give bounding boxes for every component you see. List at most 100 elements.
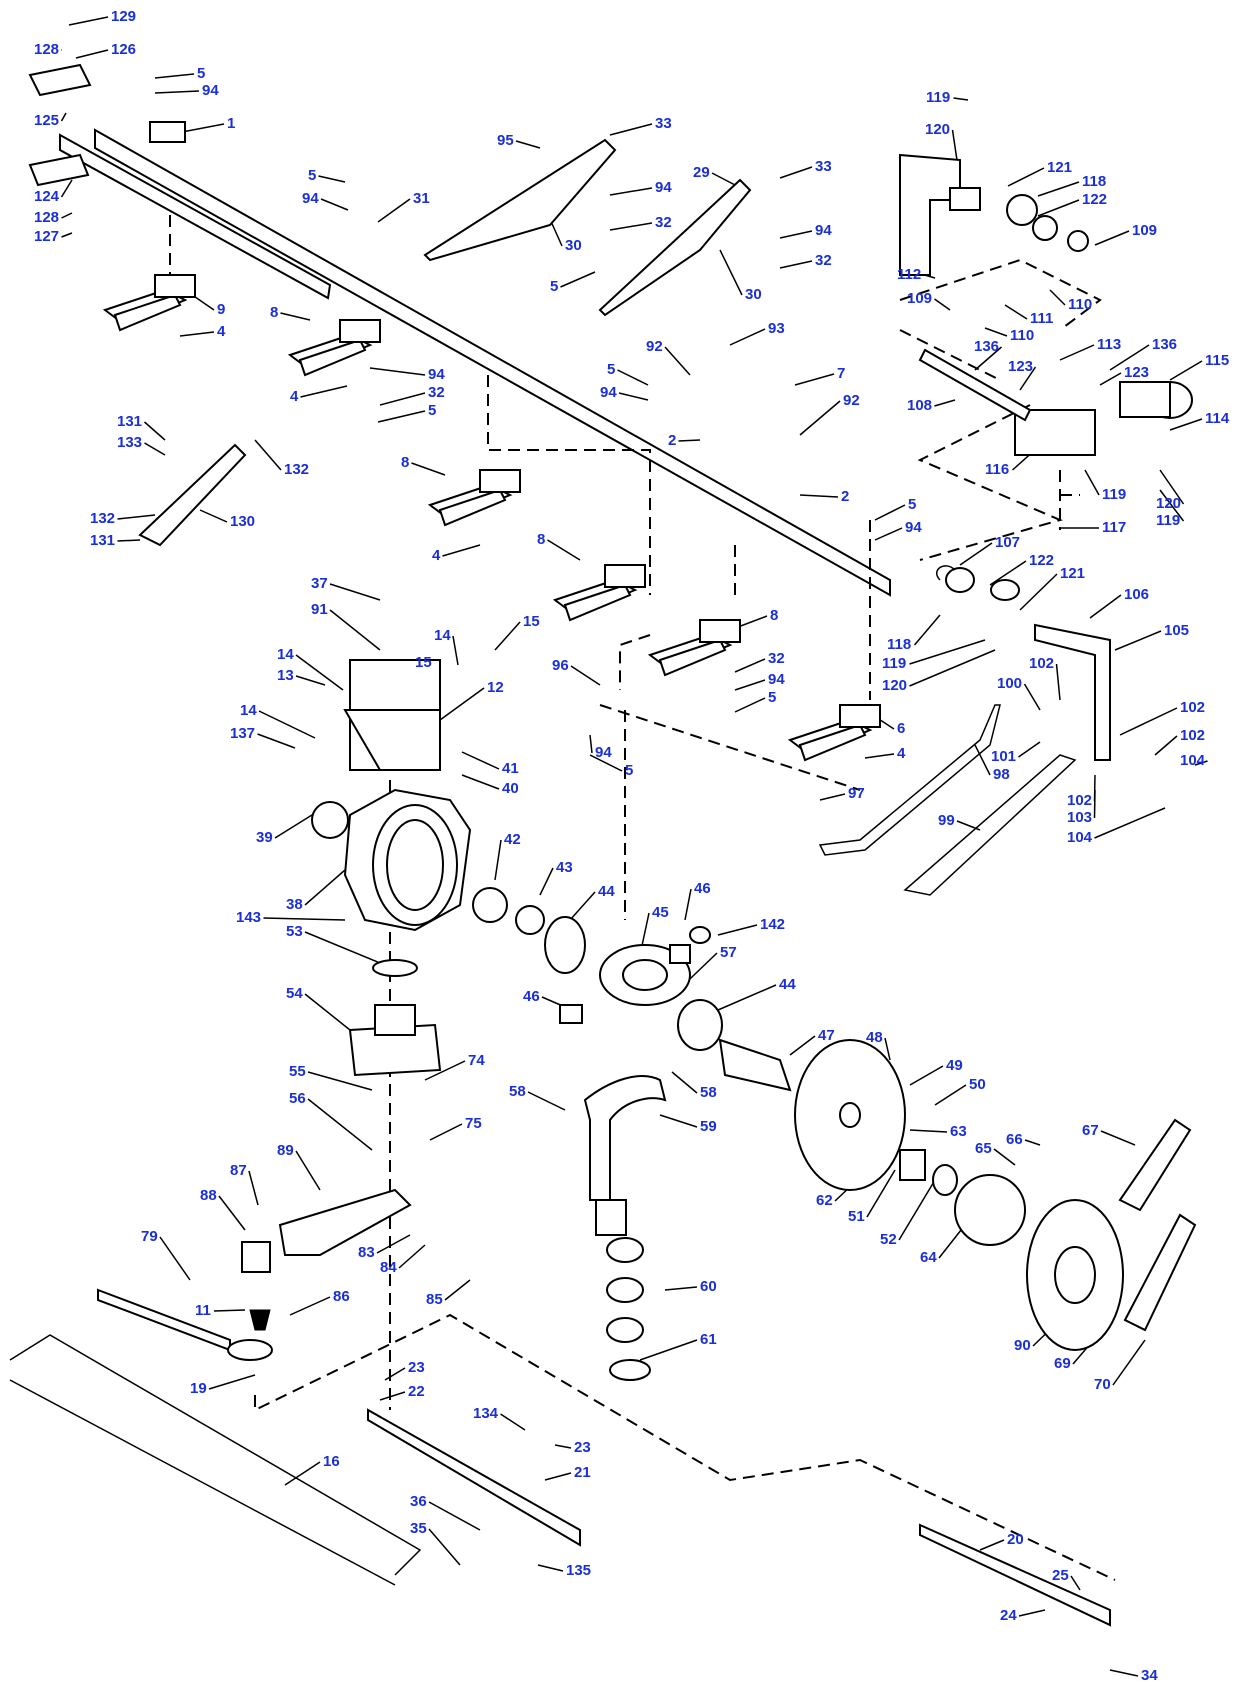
leader-line <box>257 733 296 749</box>
leader-line <box>398 1244 426 1269</box>
callout-label: 53 <box>286 923 303 940</box>
leader-line <box>953 97 969 101</box>
leader-line <box>1093 789 1096 819</box>
leader-line <box>411 462 446 476</box>
callout-label: 11 <box>195 1302 211 1319</box>
leader-line <box>1019 573 1058 611</box>
callout-label: 103 <box>1067 809 1093 826</box>
leader-line <box>1024 1139 1041 1146</box>
callout-label: 8 <box>770 607 779 624</box>
leader-line <box>589 734 593 754</box>
callout-label: 94 <box>600 384 617 401</box>
leader-line <box>307 1071 373 1091</box>
knife-guards <box>102 274 881 762</box>
callout-label: 91 <box>311 601 328 618</box>
leader-line <box>289 1296 331 1316</box>
callout-label: 95 <box>497 132 514 149</box>
callout-label: 5 <box>197 65 206 82</box>
callout-label: 75 <box>465 1115 482 1132</box>
callout-label: 120 <box>925 121 951 138</box>
callout-label: 142 <box>760 916 786 933</box>
callout-label: 6 <box>897 720 906 737</box>
leader-line <box>144 421 166 441</box>
callout-label: 15 <box>523 613 540 630</box>
callout-label: 119 <box>1156 512 1181 529</box>
callout-label: 107 <box>995 534 1021 551</box>
callout-label: 92 <box>843 392 860 409</box>
callout-label: 128 <box>34 209 60 226</box>
leader-line <box>1070 1575 1081 1591</box>
callout-label: 84 <box>380 1259 397 1276</box>
callout-label: 23 <box>408 1359 425 1376</box>
leader-line <box>379 392 426 406</box>
leader-line <box>429 1123 463 1141</box>
leader-line <box>61 212 73 219</box>
leader-line <box>181 123 225 133</box>
callout-label: 89 <box>277 1142 294 1159</box>
end-plates <box>28 63 186 187</box>
callout-label: 48 <box>866 1029 883 1046</box>
leader-line <box>117 539 141 542</box>
leader-line <box>494 839 502 881</box>
leader-line <box>589 754 623 772</box>
leader-line <box>866 1169 896 1218</box>
callout-label: 21 <box>574 1464 591 1481</box>
leader-line <box>461 774 500 790</box>
leader-line <box>959 542 993 566</box>
leader-line <box>384 1367 406 1381</box>
leader-line <box>1154 735 1178 756</box>
leader-line <box>537 1564 564 1572</box>
leader-line <box>439 687 485 721</box>
callout-label: 14 <box>277 646 294 663</box>
callout-label: 50 <box>969 1076 986 1093</box>
lever-arm <box>818 565 1111 896</box>
callout-label: 125 <box>34 112 60 129</box>
leader-line <box>500 1413 526 1431</box>
leader-line <box>318 175 346 183</box>
leader-line <box>1007 167 1045 187</box>
leader-line <box>678 439 701 442</box>
callout-label: 2 <box>668 432 677 449</box>
leader-line <box>909 649 996 687</box>
leader-line <box>1094 807 1166 839</box>
leader-line <box>874 527 903 541</box>
leader-line <box>547 539 581 561</box>
leader-line <box>199 509 228 523</box>
callout-label: 31 <box>413 190 430 207</box>
leader-line <box>794 373 835 386</box>
callout-label: 37 <box>311 575 328 592</box>
leader-line <box>779 230 813 239</box>
leader-line <box>1099 372 1122 386</box>
callout-label: 54 <box>286 985 303 1002</box>
leader-line <box>1109 344 1150 371</box>
leader-line <box>1019 366 1037 391</box>
callout-label: 121 <box>1047 159 1073 176</box>
pitman-arm <box>227 1188 412 1361</box>
callout-label: 143 <box>236 909 262 926</box>
callout-label: 33 <box>815 158 832 175</box>
callout-label: 43 <box>556 859 573 876</box>
callout-label: 94 <box>595 744 612 761</box>
callout-label: 4 <box>290 388 299 405</box>
leader-line <box>934 399 956 407</box>
callout-label: 4 <box>217 323 226 340</box>
leader-line <box>974 744 991 776</box>
callout-label: 8 <box>537 531 546 548</box>
callout-label: 61 <box>700 1331 717 1348</box>
leader-line <box>377 198 411 223</box>
callout-label: 123 <box>1008 358 1034 375</box>
leader-line <box>307 1098 373 1151</box>
callout-label: 64 <box>920 1249 937 1266</box>
leader-line <box>560 271 596 288</box>
callout-label: 131 <box>117 413 143 430</box>
leader-line <box>779 166 813 179</box>
leader-line <box>1109 1669 1139 1677</box>
callout-label: 117 <box>1102 519 1127 536</box>
callout-label: 113 <box>1097 336 1122 353</box>
leader-line <box>884 1037 891 1061</box>
callout-label: 97 <box>848 785 865 802</box>
callout-label: 122 <box>1082 191 1108 208</box>
callout-label: 94 <box>302 190 319 207</box>
callout-label: 20 <box>1007 1531 1024 1548</box>
stay-bracket <box>138 443 247 547</box>
